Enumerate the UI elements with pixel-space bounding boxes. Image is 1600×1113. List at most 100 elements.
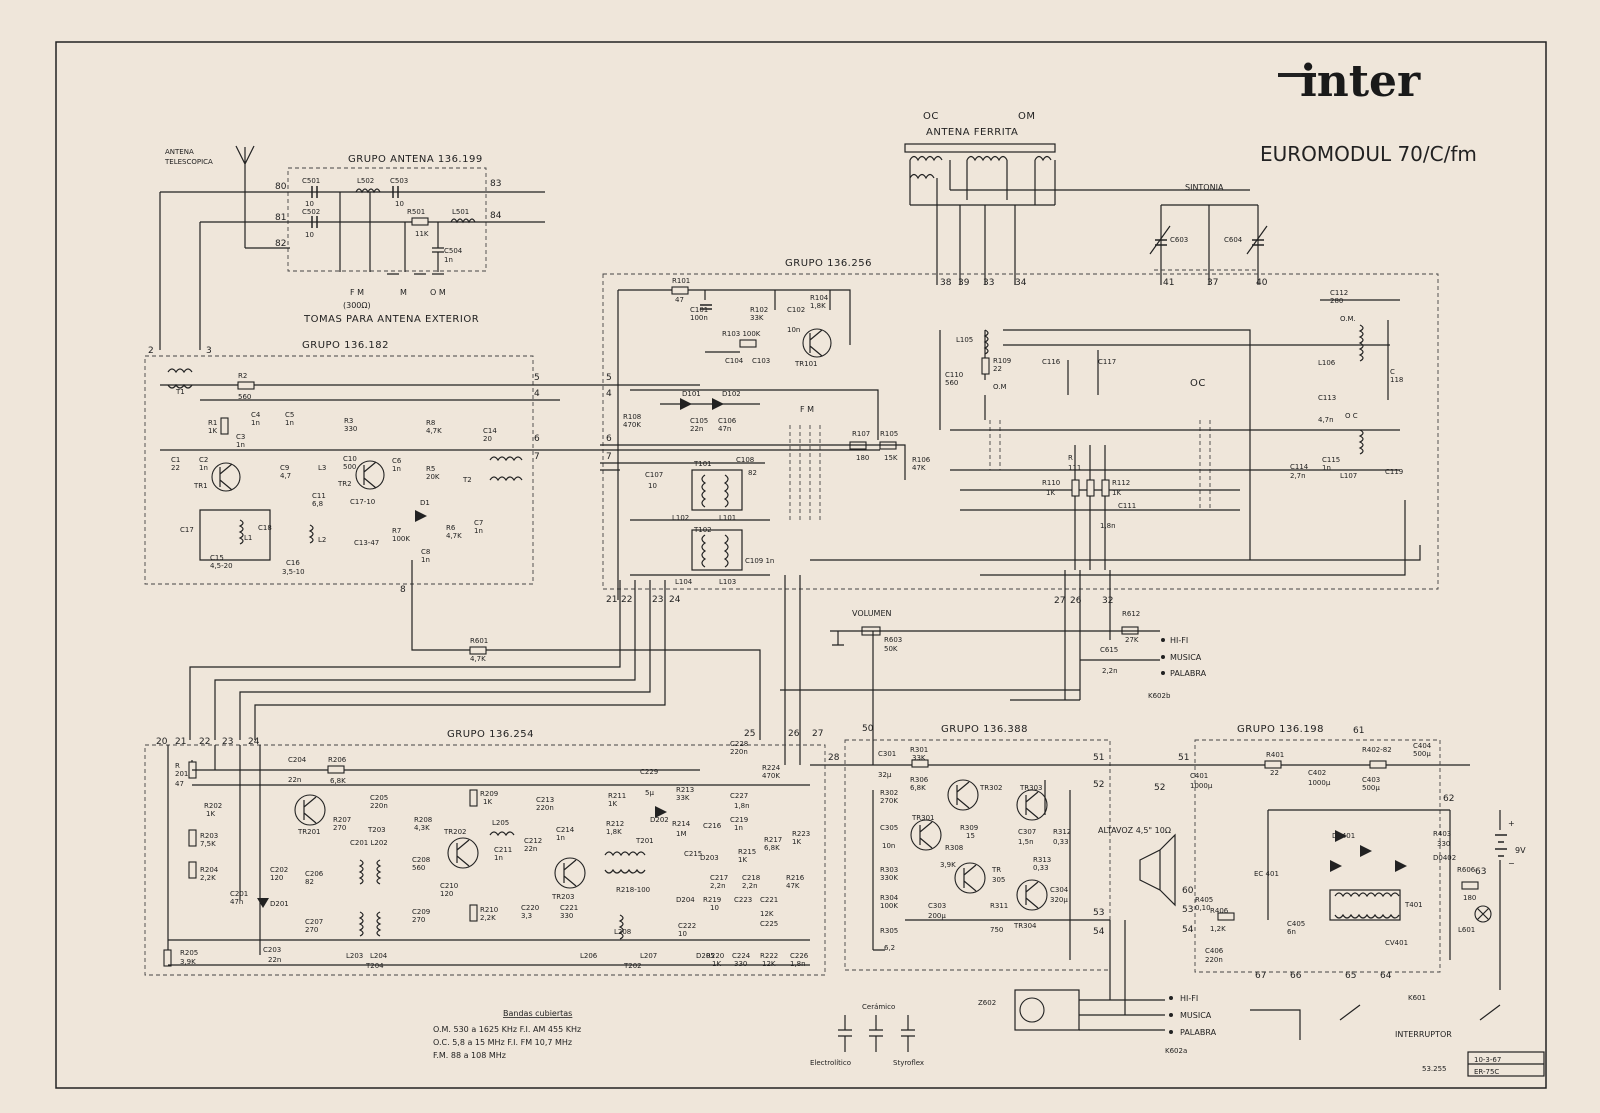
svg-text:R216: R216 <box>786 874 805 882</box>
svg-text:C6: C6 <box>392 457 402 465</box>
svg-text:F M: F M <box>350 288 364 297</box>
svg-text:C603: C603 <box>1170 236 1188 244</box>
svg-text:C401: C401 <box>1190 772 1208 780</box>
svg-text:R207: R207 <box>333 816 351 824</box>
svg-text:22: 22 <box>621 595 632 605</box>
svg-text:47: 47 <box>175 780 184 788</box>
svg-text:C229: C229 <box>640 768 658 776</box>
svg-text:1K: 1K <box>792 838 801 846</box>
svg-text:L107: L107 <box>1340 472 1357 480</box>
speaker-icon <box>1139 833 1176 907</box>
svg-text:22n: 22n <box>268 956 281 964</box>
svg-text:270: 270 <box>333 824 346 832</box>
svg-text:R401: R401 <box>1266 751 1284 759</box>
svg-text:TR: TR <box>991 866 1001 874</box>
svg-text:R313: R313 <box>1033 856 1051 864</box>
svg-text:22: 22 <box>171 464 180 472</box>
svg-text:20K: 20K <box>426 473 440 481</box>
svg-text:33K: 33K <box>750 314 764 322</box>
svg-text:R109: R109 <box>993 357 1011 365</box>
svg-text:R213: R213 <box>676 786 694 794</box>
svg-text:1n: 1n <box>199 464 208 472</box>
svg-text:inter: inter <box>1300 56 1421 107</box>
svg-text:1K: 1K <box>208 427 217 435</box>
svg-text:L502: L502 <box>357 177 374 185</box>
svg-text:270K: 270K <box>880 797 898 805</box>
svg-text:R106: R106 <box>912 456 931 464</box>
svg-text:C116: C116 <box>1042 358 1061 366</box>
svg-text:R210: R210 <box>480 906 498 914</box>
svg-text:R501: R501 <box>407 208 425 216</box>
svg-text:TR2: TR2 <box>337 480 352 488</box>
styroflex-cap-icon <box>901 1015 915 1052</box>
svg-text:4,5-20: 4,5-20 <box>210 562 233 570</box>
svg-text:C402: C402 <box>1308 769 1326 777</box>
tr301-transistor-icon <box>910 819 942 851</box>
svg-text:C219: C219 <box>730 816 748 824</box>
svg-text:38: 38 <box>940 278 952 288</box>
svg-text:21: 21 <box>175 737 186 747</box>
svg-text:50K: 50K <box>884 645 898 653</box>
svg-text:1K: 1K <box>1046 489 1055 497</box>
tr2-transistor-icon <box>355 460 385 490</box>
svg-text:47K: 47K <box>912 464 926 472</box>
svg-text:TR302: TR302 <box>979 784 1003 792</box>
svg-text:500µ: 500µ <box>1413 750 1431 758</box>
svg-text:T203: T203 <box>367 826 386 834</box>
svg-text:26: 26 <box>1070 596 1082 606</box>
svg-text:TR203: TR203 <box>551 893 575 901</box>
svg-text:C501: C501 <box>302 177 320 185</box>
svg-text:53: 53 <box>1182 905 1193 915</box>
svg-text:R219: R219 <box>703 896 721 904</box>
svg-text:T204: T204 <box>365 962 384 970</box>
svg-text:0,33: 0,33 <box>1053 838 1069 846</box>
tr203-transistor-icon <box>554 857 586 889</box>
svg-text:560: 560 <box>238 393 251 401</box>
svg-text:T201: T201 <box>635 837 654 845</box>
ceramico-label: Cerámico <box>862 1003 895 1011</box>
svg-text:23: 23 <box>652 595 663 605</box>
svg-text:67: 67 <box>1255 971 1266 981</box>
svg-text:34: 34 <box>1015 278 1027 288</box>
svg-text:R1: R1 <box>208 419 217 427</box>
svg-text:C1: C1 <box>171 456 180 464</box>
palabra-b-label: PALABRA <box>1170 669 1207 678</box>
svg-text:2,7n: 2,7n <box>1290 472 1306 480</box>
svg-text:1n: 1n <box>421 556 430 564</box>
svg-text:C107: C107 <box>645 471 663 479</box>
svg-text:2: 2 <box>148 346 154 356</box>
svg-text:6: 6 <box>534 434 540 444</box>
svg-text:L1: L1 <box>244 534 252 542</box>
svg-text:O.M.: O.M. <box>1340 315 1356 323</box>
switch-oc-label: OC <box>1190 378 1206 389</box>
svg-text:C8: C8 <box>421 548 430 556</box>
svg-text:51: 51 <box>1093 753 1104 763</box>
svg-text:8: 8 <box>400 585 406 595</box>
z602-icon <box>1019 997 1045 1023</box>
svg-text:3,5-10: 3,5-10 <box>282 568 305 576</box>
ferrita-oc-label: OC <box>923 111 939 122</box>
svg-text:R601: R601 <box>470 637 488 645</box>
svg-text:C17-10: C17-10 <box>350 498 375 506</box>
svg-text:R104: R104 <box>810 294 829 302</box>
svg-text:T1: T1 <box>175 388 185 396</box>
svg-text:T101: T101 <box>693 460 712 468</box>
svg-text:6,2: 6,2 <box>884 944 895 952</box>
svg-text:R103 100K: R103 100K <box>722 330 761 338</box>
svg-text:1K: 1K <box>608 800 617 808</box>
svg-text:C226: C226 <box>790 952 809 960</box>
antena-ferrita-label: ANTENA FERRITA <box>926 127 1018 138</box>
tr201-transistor-icon <box>294 794 326 826</box>
svg-text:10: 10 <box>305 200 314 208</box>
volumen-label: VOLUMEN <box>852 609 892 618</box>
group-198-title: GRUPO 136.198 <box>1237 724 1324 735</box>
svg-text:R209: R209 <box>480 790 498 798</box>
svg-text:R222: R222 <box>760 952 778 960</box>
svg-text:R302: R302 <box>880 789 898 797</box>
ferrita-om-label: OM <box>1018 111 1036 122</box>
ec401-label: EC 401 <box>1254 870 1279 878</box>
svg-text:82: 82 <box>275 239 286 249</box>
